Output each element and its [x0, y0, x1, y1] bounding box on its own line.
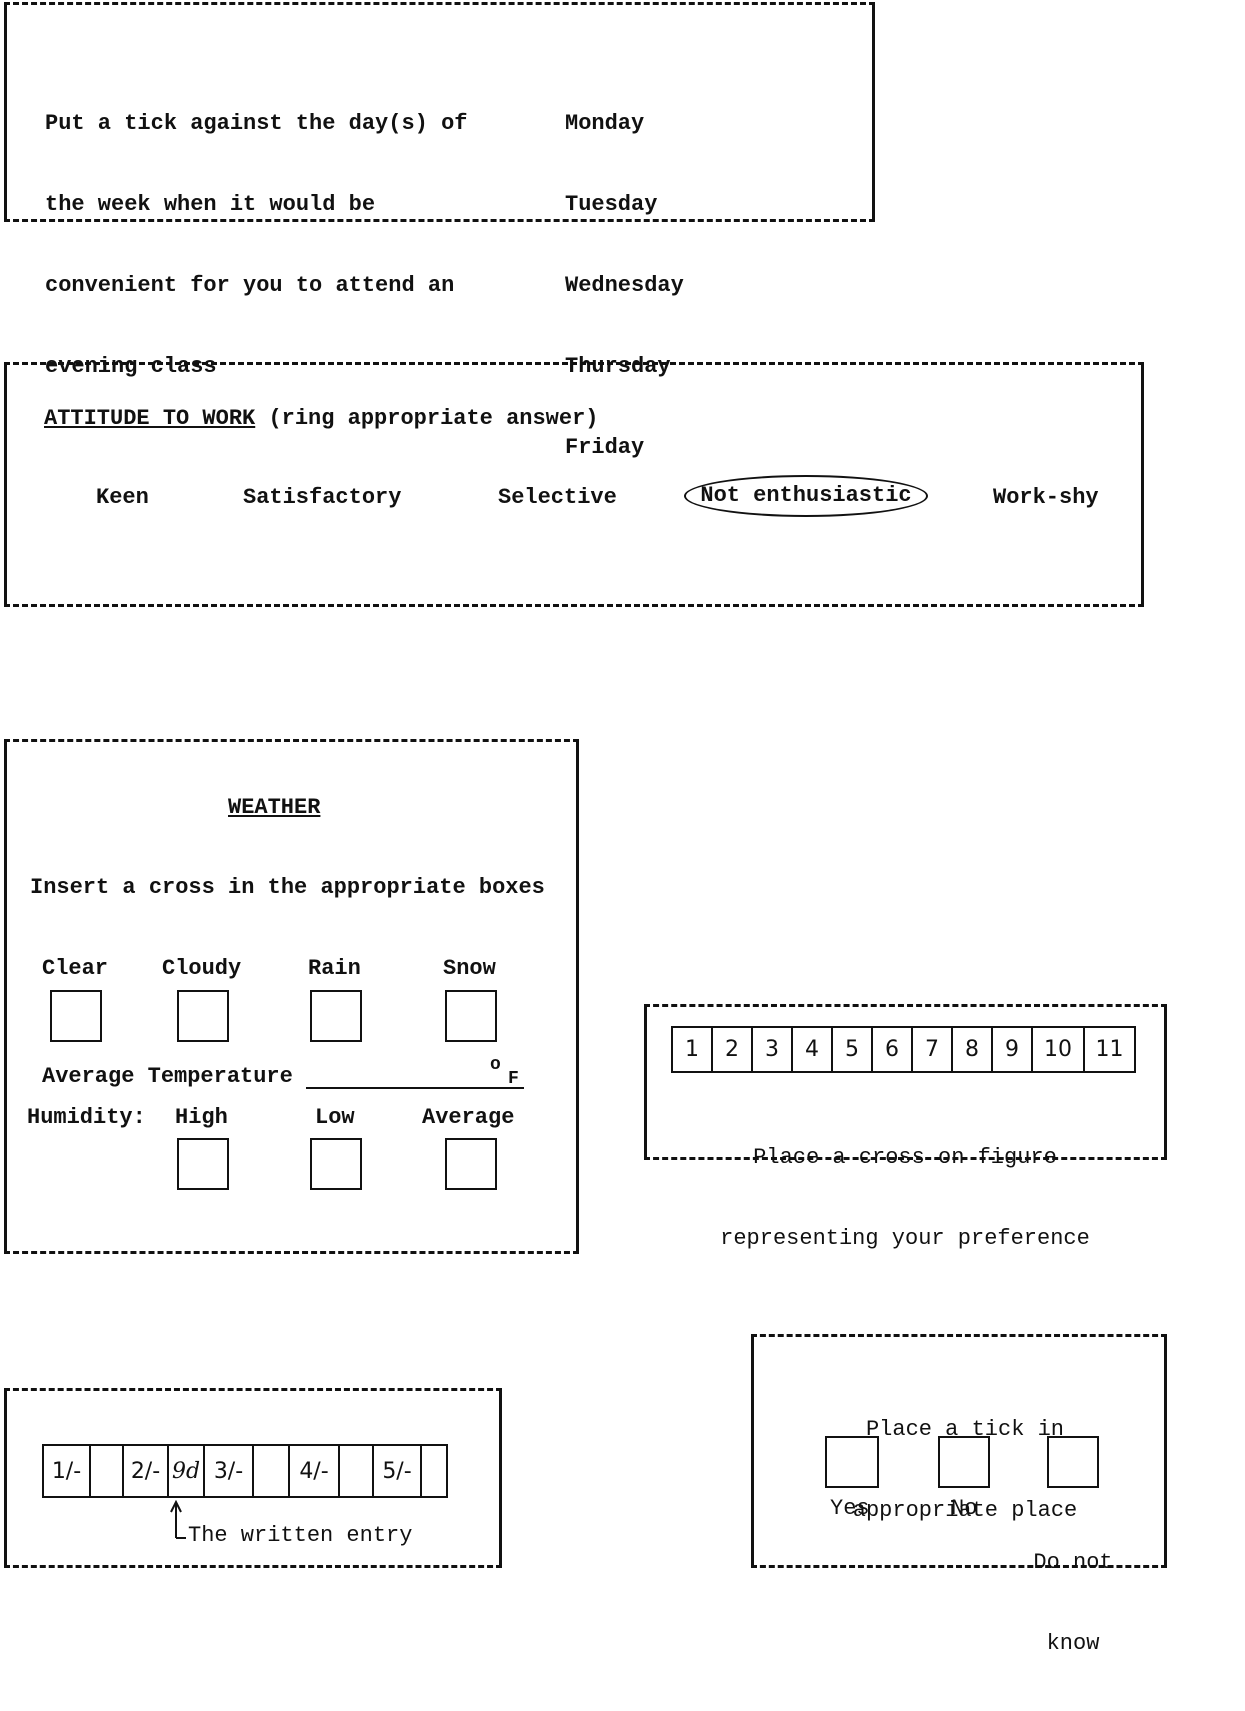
instruction-line: the week when it would be [45, 192, 376, 217]
temperature-label: Average Temperature [42, 1064, 293, 1089]
weather-title: WEATHER [228, 795, 321, 820]
scale-cell-5[interactable]: 5 [833, 1028, 873, 1071]
instruction-line: Put a tick against the day(s) of [45, 111, 468, 136]
checkbox-humidity-low[interactable] [310, 1138, 362, 1190]
scale-cell-8[interactable]: 8 [953, 1028, 993, 1071]
option-work-shy[interactable]: Work-shy [993, 485, 1099, 510]
day-wednesday[interactable]: Wednesday [565, 273, 684, 298]
price-cell[interactable]: 1/- [44, 1446, 91, 1496]
attitude-heading: ATTITUDE TO WORK [44, 406, 256, 431]
weather-instruction: Insert a cross in the appropriate boxes [30, 875, 545, 900]
scale-cell-2[interactable]: 2 [713, 1028, 753, 1071]
checkbox-humidity-high[interactable] [177, 1138, 229, 1190]
label-average: Average [422, 1105, 515, 1130]
temperature-input-line[interactable] [306, 1087, 524, 1089]
scale-cell-11[interactable]: 11 [1095, 1037, 1124, 1062]
checkbox-no[interactable] [938, 1436, 990, 1488]
preference-scale: 1 2 3 4 5 6 7 8 9 10 11 [671, 1026, 1136, 1073]
label-rain: Rain [308, 956, 361, 981]
written-entry-caption: The written entry [188, 1523, 413, 1548]
price-cell[interactable] [340, 1446, 374, 1496]
price-frame [4, 1388, 502, 1568]
preference-caption: Place a cross on figure representing you… [660, 1090, 1150, 1306]
option-keen[interactable]: Keen [96, 485, 149, 510]
label-cloudy: Cloudy [162, 956, 242, 981]
checkbox-cloudy[interactable] [177, 990, 229, 1042]
label-line: Do not [1033, 1550, 1113, 1575]
instruction-line: appropriate place [852, 1498, 1078, 1523]
scale-cell-3[interactable]: 3 [753, 1028, 793, 1071]
degree-symbol: o [490, 1055, 501, 1075]
option-not-enthusiastic-circled[interactable]: Not enthusiastic [684, 475, 928, 517]
label-no: No [951, 1496, 978, 1521]
label-clear: Clear [42, 956, 109, 981]
tick-instruction: Place a tick in appropriate place [760, 1362, 1170, 1578]
checkbox-snow[interactable] [445, 990, 497, 1042]
caption-line: representing your preference [720, 1226, 1090, 1251]
attitude-heading-line: ATTITUDE TO WORK (ring appropriate answe… [44, 405, 599, 432]
scale-cell-1[interactable]: 1 [673, 1028, 713, 1071]
tick-frame [751, 1334, 1167, 1568]
price-boxes: 1/- 2/- 9d 3/- 4/- 5/- [42, 1444, 448, 1498]
scale-cell-4[interactable]: 4 [793, 1028, 833, 1071]
attitude-frame [4, 362, 1144, 607]
day-monday[interactable]: Monday [565, 111, 645, 136]
scale-cell-10[interactable]: 10 [1033, 1028, 1085, 1071]
humidity-label: Humidity: [27, 1105, 146, 1130]
days-list: Monday Tuesday Wednesday Thursday Friday [565, 56, 684, 515]
price-cell[interactable]: 2/- [124, 1446, 169, 1496]
evening-class-frame [4, 2, 875, 222]
label-low: Low [315, 1105, 355, 1130]
price-cell[interactable]: 5/- [374, 1446, 422, 1496]
preference-frame [644, 1004, 1167, 1160]
label-do-not-know: Do not know [1032, 1495, 1114, 1711]
scale-cell-7[interactable]: 7 [913, 1028, 953, 1071]
day-thursday[interactable]: Thursday [565, 354, 671, 379]
label-snow: Snow [443, 956, 496, 981]
option-selective[interactable]: Selective [498, 485, 617, 510]
caption-line: Place a cross on figure [753, 1145, 1057, 1170]
instruction-line: evening class [45, 354, 217, 379]
evening-class-instruction: Put a tick against the day(s) of the wee… [45, 56, 467, 434]
instruction-line: convenient for you to attend an [45, 273, 455, 298]
attitude-instruction: (ring appropriate answer) [268, 406, 599, 431]
questionnaire-examples-page: Put a tick against the day(s) of the wee… [4, 2, 1170, 1656]
checkbox-yes[interactable] [825, 1436, 879, 1488]
price-cell[interactable] [422, 1446, 446, 1496]
option-satisfactory[interactable]: Satisfactory [243, 485, 402, 510]
checkbox-do-not-know[interactable] [1047, 1436, 1099, 1488]
day-friday[interactable]: Friday [565, 435, 645, 460]
label-line: know [1046, 1631, 1100, 1656]
label-high: High [175, 1105, 228, 1130]
price-cell[interactable] [91, 1446, 124, 1496]
label-yes: Yes [830, 1496, 870, 1521]
price-cell[interactable]: 4/- [290, 1446, 340, 1496]
price-cell[interactable] [254, 1446, 290, 1496]
checkbox-rain[interactable] [310, 990, 362, 1042]
scale-cell-9[interactable]: 9 [993, 1028, 1033, 1071]
checkbox-clear[interactable] [50, 990, 102, 1042]
price-cell-written-entry[interactable]: 9d [169, 1446, 205, 1496]
day-tuesday[interactable]: Tuesday [565, 192, 658, 217]
weather-frame [4, 739, 579, 1254]
temperature-unit: F [508, 1069, 519, 1089]
price-cell[interactable]: 3/- [205, 1446, 254, 1496]
arrow-up-icon [170, 1500, 186, 1539]
checkbox-humidity-average[interactable] [445, 1138, 497, 1190]
scale-cell-6[interactable]: 6 [873, 1028, 913, 1071]
